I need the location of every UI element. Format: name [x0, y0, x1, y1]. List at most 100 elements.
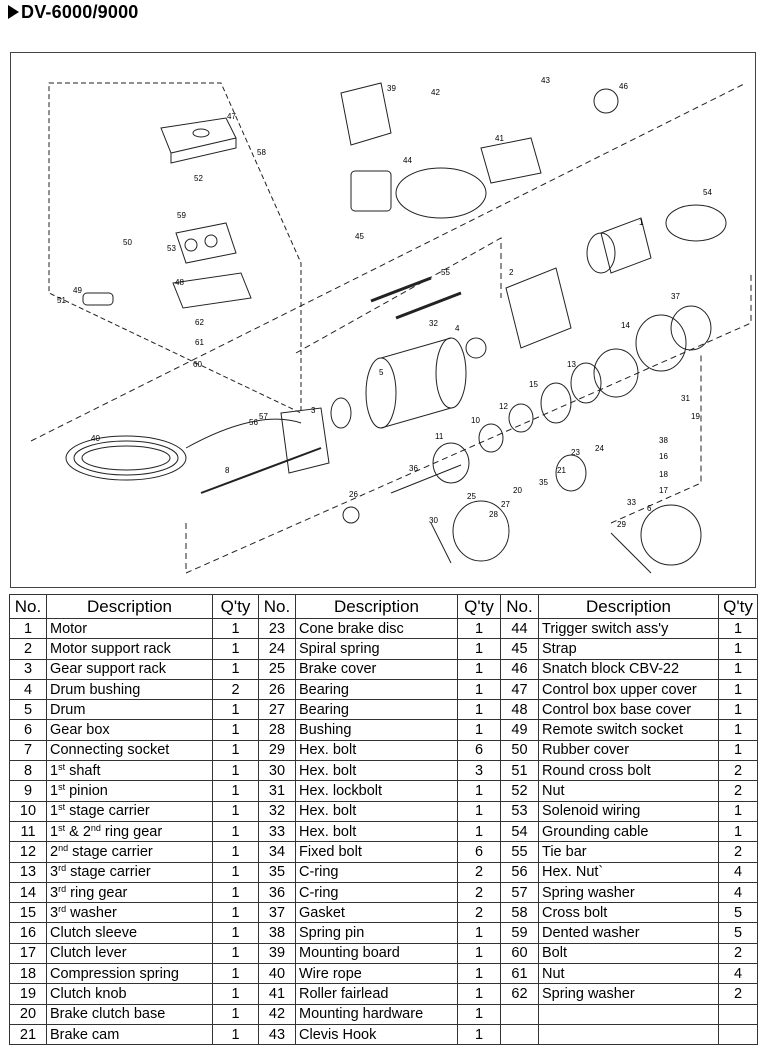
- callout-label: 48: [175, 278, 184, 287]
- callout-label: 51: [57, 296, 66, 305]
- part-description: Hex. lockbolt: [295, 780, 458, 802]
- callout-label: 17: [659, 486, 668, 495]
- part-quantity: 1: [457, 1023, 501, 1046]
- part-number: 16: [9, 922, 47, 944]
- callout-label: 56: [249, 418, 258, 427]
- callout-label: 15: [529, 380, 538, 389]
- callout-label: 50: [123, 238, 132, 247]
- part-description: Dented washer: [538, 922, 719, 944]
- callout-label: 44: [403, 156, 412, 165]
- part-quantity: 1: [718, 638, 758, 660]
- part-quantity: 1: [457, 942, 501, 965]
- part-description: Gasket: [295, 902, 458, 924]
- part-number: 56: [500, 861, 539, 883]
- part-number: 32: [258, 800, 296, 822]
- part-description: Trigger switch ass'y: [538, 617, 719, 640]
- part-description: Brake cam: [46, 1023, 213, 1046]
- part-number: [500, 1003, 539, 1025]
- part-description: Roller fairlead: [295, 983, 458, 1005]
- part-number: 37: [258, 902, 296, 924]
- part-description: Gear box: [46, 719, 213, 741]
- part-quantity: 3: [457, 760, 501, 782]
- part-description: Hex. Nut`: [538, 861, 719, 883]
- part-quantity: 2: [457, 902, 501, 924]
- callout-label: 61: [195, 338, 204, 347]
- callout-label: 30: [429, 516, 438, 525]
- part-quantity: 1: [212, 1003, 259, 1025]
- callout-label: 46: [619, 82, 628, 91]
- header-qty: Q'ty: [457, 594, 501, 619]
- part-quantity: 1: [212, 922, 259, 944]
- part-number: 52: [500, 780, 539, 802]
- part-quantity: 1: [718, 820, 758, 843]
- part-number: 58: [500, 902, 539, 924]
- part-number: 7: [9, 739, 47, 762]
- part-number: 2: [9, 638, 47, 660]
- callout-label: 20: [513, 486, 522, 495]
- callout-label: 14: [621, 321, 630, 330]
- part-description: [538, 1003, 719, 1025]
- callout-label: 5: [379, 368, 384, 377]
- callout-label: 8: [225, 466, 230, 475]
- part-quantity: 1: [457, 983, 501, 1005]
- part-description: Grounding cable: [538, 820, 719, 843]
- callout-label: 27: [501, 500, 510, 509]
- part-number: 44: [500, 617, 539, 640]
- part-quantity: 1: [212, 861, 259, 883]
- part-description: 1st pinion: [46, 780, 213, 802]
- callout-label: 16: [659, 452, 668, 461]
- part-number: 55: [500, 841, 539, 863]
- part-description: Bushing: [295, 719, 458, 741]
- callout-label: 37: [671, 292, 680, 301]
- part-number: 28: [258, 719, 296, 741]
- part-description: 3rd washer: [46, 902, 213, 924]
- part-description: Spring pin: [295, 922, 458, 944]
- part-description: Wire rope: [295, 963, 458, 985]
- part-description: C-ring: [295, 881, 458, 904]
- part-quantity: 1: [718, 699, 758, 721]
- callout-label: 55: [441, 268, 450, 277]
- part-number: 1: [9, 617, 47, 640]
- part-description: Round cross bolt: [538, 760, 719, 782]
- part-number: 48: [500, 699, 539, 721]
- part-quantity: 1: [212, 739, 259, 762]
- part-description: Nut: [538, 780, 719, 802]
- part-number: 6: [9, 719, 47, 741]
- callout-label: 53: [167, 244, 176, 253]
- part-description: C-ring: [295, 861, 458, 883]
- part-quantity: 1: [457, 719, 501, 741]
- part-number: 17: [9, 942, 47, 965]
- part-description: Tie bar: [538, 841, 719, 863]
- part-description: Spiral spring: [295, 638, 458, 660]
- part-quantity: 6: [457, 841, 501, 863]
- callout-label: 39: [387, 84, 396, 93]
- part-description: Connecting socket: [46, 739, 213, 762]
- part-description: Cross bolt: [538, 902, 719, 924]
- callout-label: 26: [349, 490, 358, 499]
- part-number: 60: [500, 942, 539, 965]
- callout-label: 6: [647, 504, 652, 513]
- callout-label: 28: [489, 510, 498, 519]
- part-quantity: 1: [212, 719, 259, 741]
- callout-label: 24: [595, 444, 604, 453]
- part-number: 30: [258, 760, 296, 782]
- part-description: 3rd ring gear: [46, 881, 213, 904]
- callout-label: 35: [539, 478, 548, 487]
- part-quantity: 4: [718, 881, 758, 904]
- part-number: 8: [9, 760, 47, 782]
- part-description: Compression spring: [46, 963, 213, 985]
- header-qty: Q'ty: [718, 594, 758, 619]
- part-quantity: 2: [212, 678, 259, 701]
- part-number: 10: [9, 800, 47, 822]
- callout-label: 47: [227, 112, 236, 121]
- callout-label: 43: [541, 76, 550, 85]
- part-description: Strap: [538, 638, 719, 660]
- header-description: Description: [538, 594, 719, 619]
